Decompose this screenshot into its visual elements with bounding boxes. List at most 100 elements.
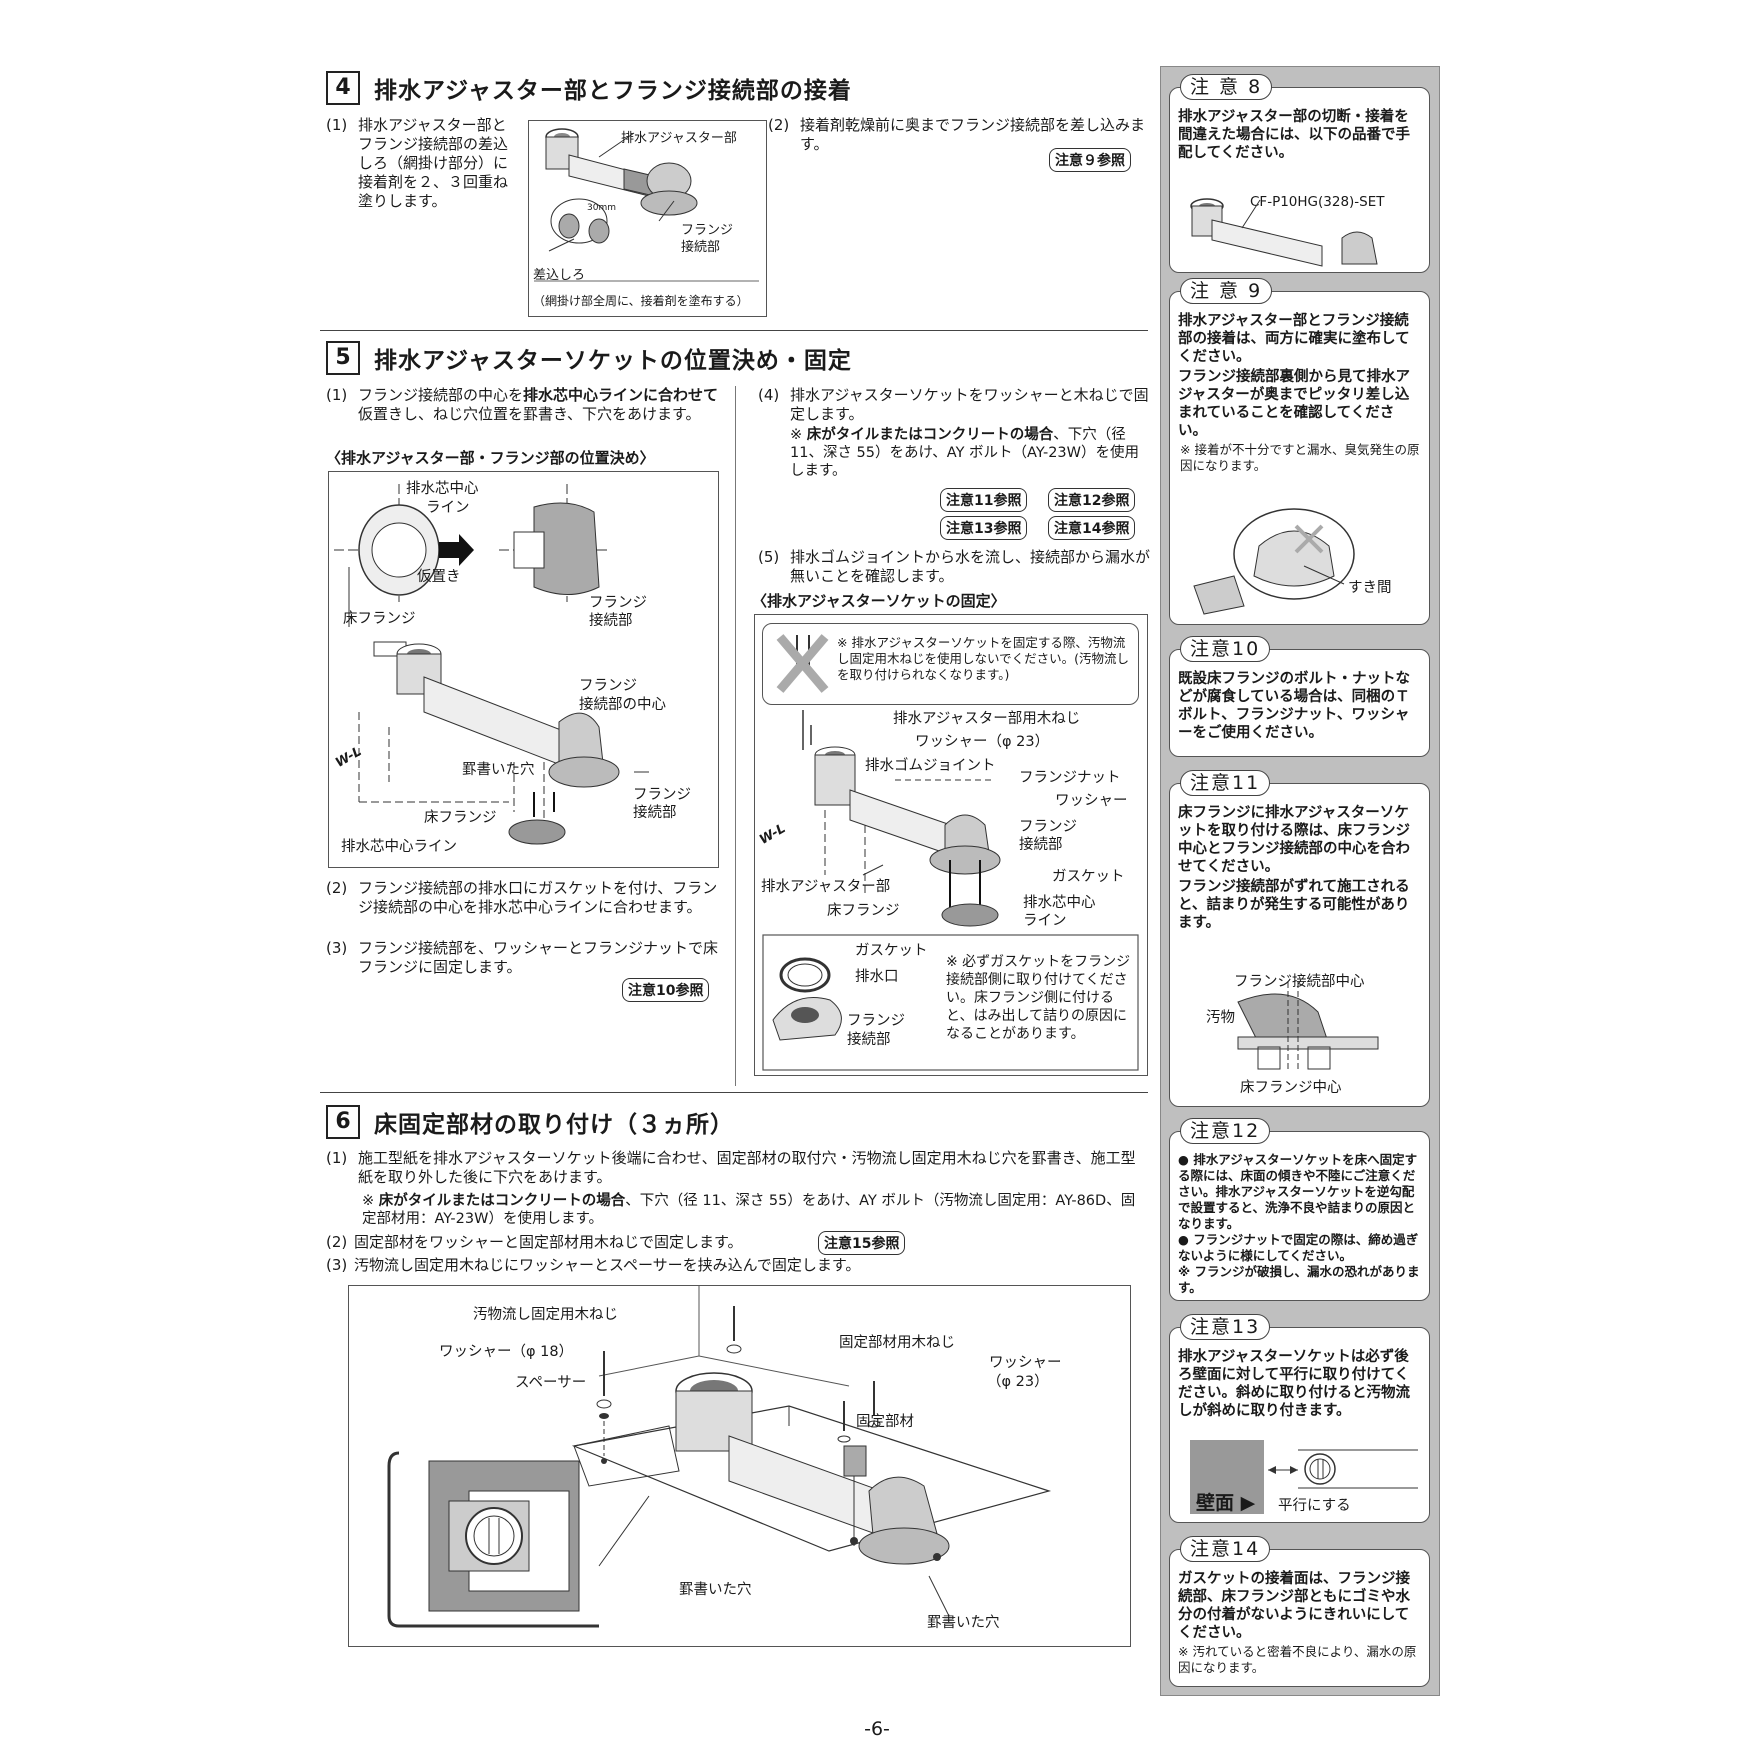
fixing-illustration — [762, 634, 1139, 1071]
section-divider — [320, 1092, 1148, 1093]
figure-caption: 〈排水アジャスターソケットの固定〉 — [752, 592, 1006, 610]
fig-label: フランジ接続部中心 — [1234, 974, 1365, 990]
fig-label: 排水芯中心ライン — [341, 839, 457, 855]
fig-label: 汚物流し固定用木ねじ — [473, 1307, 618, 1323]
section-divider — [320, 330, 1148, 331]
s5-step-2: (2) フランジ接続部の排水口にガスケットを付け、フランジ接続部の中心を排水芯中… — [326, 879, 718, 916]
fig-label: 接続部 — [589, 613, 633, 629]
caution-sidebar: 注 意 8 排水アジャスター部の切断・接着を間違えた場合には、以下の品番で手配し… — [1160, 66, 1440, 1696]
fig-label: フランジ — [681, 223, 734, 238]
fig-label: 接続部の中心 — [579, 697, 666, 713]
reference-caution-10: 注意10参照 — [622, 978, 710, 1002]
caution-text: 排水アジャスター部の切断・接着を間違えた場合には、以下の品番で手配してください。 — [1178, 109, 1410, 161]
fig-label: 床フランジ — [827, 903, 900, 919]
wall-label: 壁面 ▶ — [1196, 1492, 1256, 1514]
fig-label: フランジ — [589, 595, 647, 611]
s4-step-1: (1) 排水アジャスター部とフランジ接続部の差込しろ（網掛け部分）に接着剤を２、… — [326, 116, 509, 210]
caution-tag: 注意13 — [1180, 1314, 1271, 1340]
s5-step-4-note: ※ 床がタイルまたはコンクリートの場合、下穴（径 11、深さ 55）をあけ、AY… — [790, 427, 1139, 479]
caution-12: 注意12 ● 排水アジャスターソケットを床へ固定する際には、床面の傾きや不陸にご… — [1169, 1118, 1430, 1301]
adjuster-part-illustration — [1190, 198, 1378, 267]
caution-9: 注 意 9 排水アジャスター部とフランジ接続部の接着は、両方に確実に塗布してくだ… — [1169, 278, 1430, 625]
fig-label: ガスケット — [855, 943, 928, 959]
s6-step-3: (3) 汚物流し固定用木ねじにワッシャーとスペーサーを挟み込んで固定します。 — [326, 1256, 861, 1274]
caution-text: 既設床フランジのボルト・ナットなどが腐食している場合は、同梱のＴボルト、フランジ… — [1178, 671, 1410, 741]
fig-label: 固定部材 — [856, 1414, 914, 1430]
fig-label: 排水アジャスター部用木ねじ — [893, 711, 1081, 727]
reference-caution-11: 注意11参照 — [940, 488, 1028, 512]
fig-label: 排水口 — [855, 969, 899, 985]
figure-caption: 〈排水アジャスター部・フランジ部の位置決め〉 — [326, 449, 655, 467]
reference-caution-14: 注意14参照 — [1048, 516, 1136, 540]
caution-tag: 注 意 8 — [1180, 74, 1273, 100]
s6-figure: 汚物流し固定用木ねじ ワッシャー（φ 18） スペーサー 固定部材用木ねじ ワッ… — [348, 1285, 1131, 1647]
fig-label: 平行にする — [1278, 1498, 1351, 1514]
fig-label: 排水芯中心 — [406, 481, 479, 497]
s5-step-5: (5) 排水ゴムジョイントから水を流し、接続部から漏水が無いことを確認します。 — [758, 548, 1151, 585]
fig-label: 排水アジャスター部 — [761, 879, 891, 895]
wall-block — [1190, 1440, 1264, 1514]
center-alignment-illustration — [1237, 982, 1379, 1072]
fig-label: すき間 — [1348, 580, 1392, 596]
caution-11: 注意11 床フランジに排水アジャスターソケットを取り付ける際は、床フランジ中心と… — [1169, 770, 1430, 1107]
fig-label: フランジ — [847, 1013, 905, 1029]
fig-label: 排水ゴムジョイント — [865, 758, 996, 774]
reference-caution-12: 注意12参照 — [1048, 488, 1136, 512]
caution-tag: 注意12 — [1180, 1118, 1271, 1144]
s4-figure: 排水アジャスター部 30mm フランジ 接続部 差込しろ （網掛け部全周に、接着… — [528, 120, 767, 317]
s4-step-2: (2) 接着剤乾燥前に奥までフランジ接続部を差し込みます。 — [768, 116, 1146, 153]
section-number: 6 — [326, 1105, 360, 1139]
s6-step-1-note: ※ 床がタイルまたはコンクリートの場合、下穴（径 11、深さ 55）をあけ、AY… — [362, 1193, 1136, 1227]
fig-label: 罫書いた穴 — [679, 1582, 752, 1598]
fig-label: （φ 23） — [987, 1374, 1049, 1390]
gap-illustration — [1193, 508, 1355, 615]
fig-label: 差込しろ — [533, 268, 586, 283]
fig-label: （網掛け部全周に、接着剤を塗布する） — [533, 294, 749, 308]
parallel-illustration — [1268, 1449, 1418, 1489]
s5-position-figure: 排水芯中心 ライン 仮置き フランジ 接続部 床フランジ フランジ 接続部の中心… — [328, 471, 719, 868]
caution-tag: 注 意 9 — [1180, 278, 1273, 304]
caution-text: 排水アジャスターソケットは必ず後ろ壁面に対して平行に取り付けてください。斜めに取… — [1178, 1349, 1410, 1419]
fig-label: 排水芯中心 — [1023, 895, 1096, 911]
gasket-note: ※ 必ずガスケットをフランジ接続部側に取り付けてください。床フランジ側に付けると… — [946, 954, 1131, 1042]
caution-text: 床フランジに排水アジャスターソケットを取り付ける際は、床フランジ中心とフランジ接… — [1178, 805, 1410, 931]
caution-tag: 注意11 — [1180, 770, 1271, 796]
page-number: -6- — [864, 1718, 890, 1740]
fig-label: スペーサー — [515, 1375, 587, 1391]
fig-label: 接続部 — [681, 240, 721, 255]
fig-label: ワッシャー — [989, 1355, 1062, 1371]
s5-fixing-figure: ※ 排水アジャスターソケットを固定する際、汚物流し固定用木ねじを使用しないでくだ… — [754, 614, 1148, 1076]
position-illustration — [334, 484, 649, 845]
reference-caution-15: 注意15参照 — [818, 1231, 906, 1255]
section-6-header: 6 床固定部材の取り付け（３ヵ所） — [326, 1105, 734, 1139]
section-5-header: 5 排水アジャスターソケットの位置決め・固定 — [326, 341, 852, 375]
reference-caution-9: 注意９参照 — [1049, 148, 1131, 172]
s6-step-2: (2) 固定部材をワッシャーと固定部材用木ねじで固定します。 — [326, 1233, 743, 1251]
caution-13: 注意13 排水アジャスターソケットは必ず後ろ壁面に対して平行に取り付けてください… — [1169, 1314, 1430, 1523]
reference-caution-13: 注意13参照 — [940, 516, 1028, 540]
caution-text: ● 排水アジャスターソケットを床へ固定する際には、床面の傾きや不陸にご注意くださ… — [1178, 1152, 1420, 1295]
fig-label: 罫書いた穴 — [462, 762, 535, 778]
fig-label: 30mm — [587, 203, 616, 213]
fig-label: 仮置き — [417, 569, 461, 585]
fig-label: ガスケット — [1052, 869, 1125, 885]
section-title: 排水アジャスター部とフランジ接続部の接着 — [374, 78, 852, 104]
caution-text: 排水アジャスター部とフランジ接続部の接着は、両方に確実に塗布してください。 フラ… — [1178, 313, 1420, 473]
fig-label: 接続部 — [847, 1032, 891, 1048]
fig-label: 床フランジ中心 — [1240, 1080, 1342, 1096]
fig-label: 汚物 — [1206, 1010, 1235, 1026]
fig-label: ワッシャー（φ 18） — [439, 1344, 574, 1360]
fig-label: フランジ — [633, 787, 691, 803]
fig-label: 接続部 — [633, 805, 677, 821]
fig-label: 固定部材用木ねじ — [839, 1335, 955, 1351]
fig-label: フランジ — [1019, 819, 1077, 835]
s5-step-3: (3) フランジ接続部を、ワッシャーとフランジナットで床フランジに固定します。 — [326, 939, 719, 976]
section-title: 床固定部材の取り付け（３ヵ所） — [374, 1112, 734, 1138]
caution-10: 注意10 既設床フランジのボルト・ナットなどが腐食している場合は、同梱のＴボルト… — [1169, 636, 1430, 757]
s5-step-4: (4) 排水アジャスターソケットをワッシャーと木ねじで固定します。 — [758, 386, 1149, 423]
caution-8: 注 意 8 排水アジャスター部の切断・接着を間違えた場合には、以下の品番で手配し… — [1169, 74, 1430, 273]
caution-text: ガスケットの接着面は、フランジ接続部、床フランジ部ともにゴミや水分の付着がないよ… — [1178, 1571, 1417, 1675]
s5-step-1: (1) フランジ接続部の中心を排水芯中心ラインに合わせて仮置きし、ねじ穴位置を罫… — [326, 386, 719, 423]
section-title: 排水アジャスターソケットの位置決め・固定 — [374, 348, 852, 374]
fig-label: 接続部 — [1019, 837, 1063, 853]
